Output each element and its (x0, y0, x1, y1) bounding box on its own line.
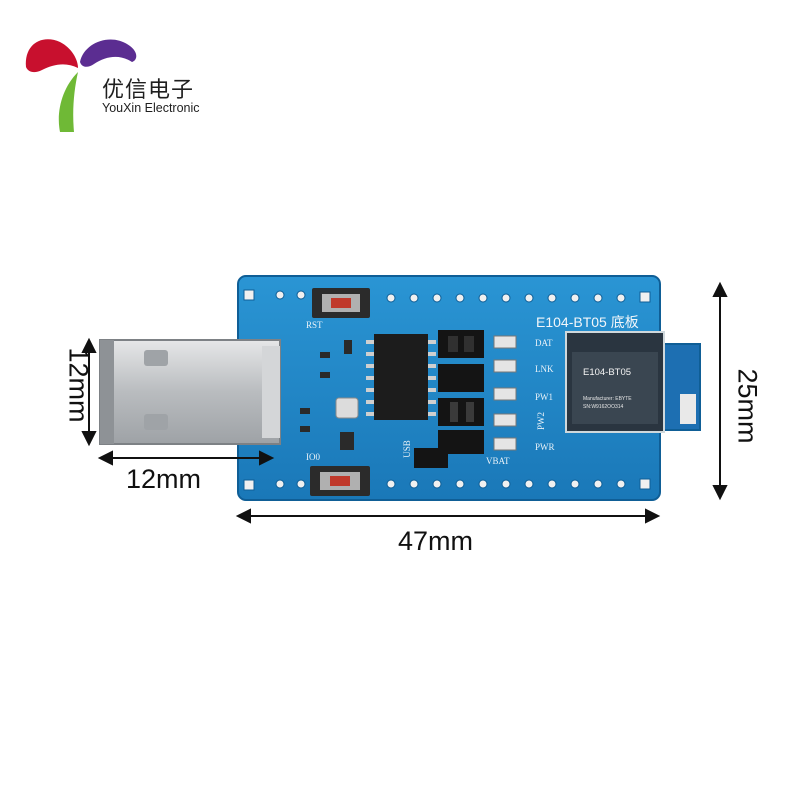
status-leds (493, 335, 517, 451)
youxin-logo (20, 22, 210, 137)
label-pwr: PWR (535, 442, 555, 452)
top-header-holes (243, 289, 651, 303)
label-pw1: PW1 (535, 392, 553, 402)
board-title: E104-BT05 底板 (536, 314, 639, 330)
dimension-lines (81, 281, 728, 524)
jumper-headers (414, 330, 484, 468)
label-io0: IO0 (306, 452, 320, 462)
board-height-label: 25mm (732, 368, 763, 444)
usb-height-label: 12mm (63, 347, 94, 423)
label-lnk: LNK (535, 364, 554, 374)
bottom-header-holes (243, 478, 651, 491)
logo-chinese-name: 优信电子 (102, 78, 195, 103)
module-serial: SN:W9162OO314 (583, 404, 624, 410)
label-dat: DAT (535, 338, 553, 348)
module-manufacturer: Manufacturer: EBYTE (583, 396, 632, 402)
label-usb: USB (401, 440, 412, 458)
module-name: E104-BT05 (583, 367, 632, 378)
rst-button (312, 288, 370, 318)
ble-module (565, 331, 665, 433)
usb-length-label: 12mm (126, 464, 202, 494)
smd-components (300, 340, 354, 450)
label-vbat: VBAT (486, 456, 510, 466)
usb-plug (99, 339, 281, 445)
board-length-label: 47mm (398, 526, 474, 556)
label-rst: RST (306, 320, 323, 330)
logo-english-name: YouXin Electronic (102, 101, 200, 115)
io0-button (310, 466, 370, 496)
crystal (335, 397, 359, 419)
label-pw2: PW2 (536, 412, 546, 430)
usb-serial-chip (366, 334, 436, 420)
